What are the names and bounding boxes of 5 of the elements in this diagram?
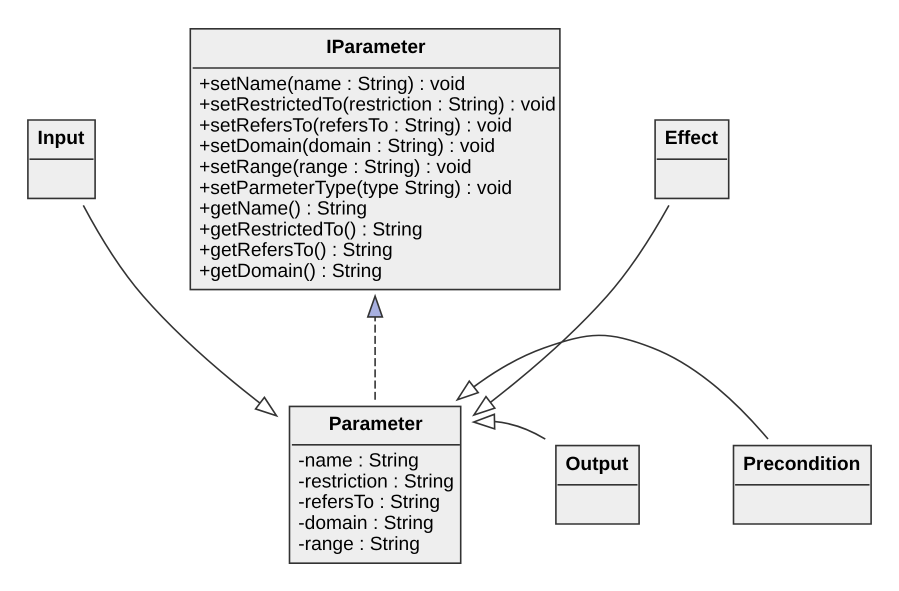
arrow xyxy=(366,293,384,400)
arrow xyxy=(82,204,278,417)
arrow xyxy=(471,412,546,440)
arrow xyxy=(472,204,670,416)
arrow xyxy=(455,334,769,440)
